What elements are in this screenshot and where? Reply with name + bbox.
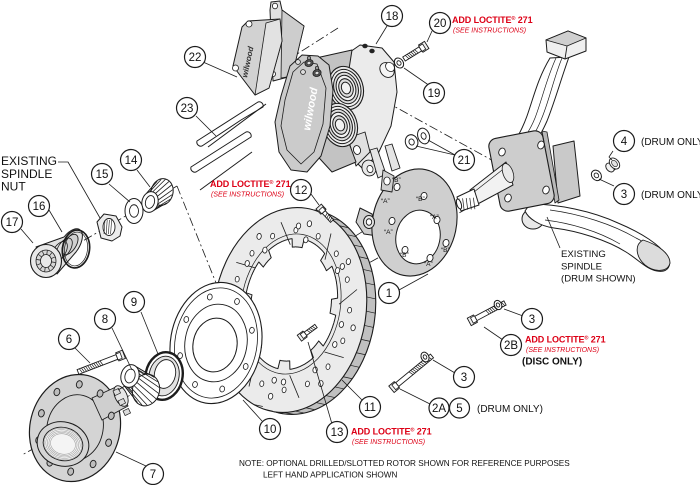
svg-text:“B”: “B” <box>400 252 409 259</box>
svg-text:LEFT HAND APPLICATION SHOWN: LEFT HAND APPLICATION SHOWN <box>263 471 397 480</box>
svg-text:ADD LOCTITE® 271: ADD LOCTITE® 271 <box>525 335 606 345</box>
svg-text:2B: 2B <box>504 340 518 352</box>
svg-text:ADD LOCTITE® 271: ADD LOCTITE® 271 <box>210 179 291 189</box>
svg-text:NOTE: OPTIONAL DRILLED/SLOTTED: NOTE: OPTIONAL DRILLED/SLOTTED ROTOR SHO… <box>239 459 570 468</box>
svg-text:SPINDLE: SPINDLE <box>1 167 52 181</box>
svg-text:12: 12 <box>295 185 308 197</box>
svg-text:15: 15 <box>96 169 109 181</box>
svg-text:2A: 2A <box>432 403 446 415</box>
svg-text:19: 19 <box>428 88 441 100</box>
svg-text:(DISC ONLY): (DISC ONLY) <box>522 357 582 368</box>
svg-text:1: 1 <box>386 288 392 300</box>
svg-text:3: 3 <box>621 189 627 201</box>
svg-text:18: 18 <box>386 11 399 23</box>
svg-text:8: 8 <box>102 314 108 326</box>
svg-text:EXISTING: EXISTING <box>1 154 57 168</box>
svg-text:6: 6 <box>66 334 72 346</box>
svg-text:NUT: NUT <box>1 180 26 194</box>
svg-text:“B”: “B” <box>392 177 401 184</box>
svg-text:(SEE INSTRUCTIONS): (SEE INSTRUCTIONS) <box>526 347 599 354</box>
svg-text:ADD LOCTITE® 271: ADD LOCTITE® 271 <box>452 15 533 25</box>
svg-text:20: 20 <box>434 18 447 30</box>
svg-text:4: 4 <box>621 136 628 148</box>
svg-text:17: 17 <box>6 217 19 229</box>
svg-text:10: 10 <box>264 424 277 436</box>
svg-text:“A”: “A” <box>381 198 390 205</box>
svg-text:9: 9 <box>131 297 137 309</box>
svg-text:“A”: “A” <box>430 214 439 221</box>
svg-text:(DRUM ONLY): (DRUM ONLY) <box>641 137 700 148</box>
svg-text:“B”: “B” <box>441 247 450 254</box>
svg-text:3: 3 <box>461 372 467 384</box>
svg-text:11: 11 <box>364 402 376 414</box>
svg-text:16: 16 <box>33 201 46 213</box>
svg-text:EXISTING: EXISTING <box>561 249 606 260</box>
svg-text:ADD LOCTITE® 271: ADD LOCTITE® 271 <box>351 427 432 437</box>
svg-text:(SEE INSTRUCTIONS): (SEE INSTRUCTIONS) <box>211 192 284 199</box>
svg-text:13: 13 <box>331 427 344 439</box>
svg-text:(DRUM ONLY): (DRUM ONLY) <box>477 404 543 415</box>
svg-text:7: 7 <box>150 469 156 481</box>
svg-text:(SEE INSTRUCTIONS): (SEE INSTRUCTIONS) <box>352 439 425 446</box>
svg-text:22: 22 <box>189 52 202 64</box>
svg-text:“B”: “B” <box>416 196 425 203</box>
svg-text:(SEE INSTRUCTIONS): (SEE INSTRUCTIONS) <box>453 28 526 35</box>
svg-text:5: 5 <box>456 403 462 415</box>
svg-text:“A”: “A” <box>424 261 433 268</box>
svg-text:23: 23 <box>181 103 194 115</box>
svg-text:(DRUM SHOWN): (DRUM SHOWN) <box>561 274 636 285</box>
svg-text:SPINDLE: SPINDLE <box>561 262 602 273</box>
svg-text:14: 14 <box>125 155 138 167</box>
svg-text:“A”: “A” <box>384 229 393 236</box>
svg-text:(DRUM ONLY): (DRUM ONLY) <box>641 190 700 201</box>
svg-text:21: 21 <box>458 155 471 167</box>
svg-text:3: 3 <box>529 314 535 326</box>
